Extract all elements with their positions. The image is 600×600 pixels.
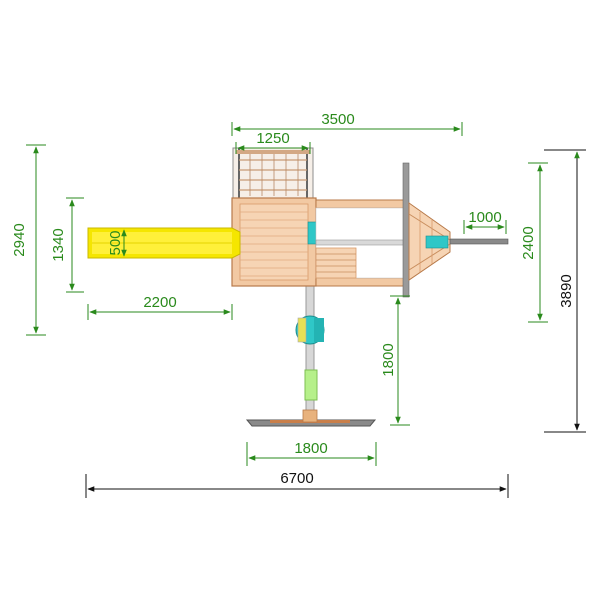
label-post-height: 1800	[380, 343, 397, 376]
label-slide-width: 500	[107, 230, 124, 255]
dimension-swing-beam	[463, 220, 507, 234]
bottom-beam-joint	[302, 409, 318, 423]
label-slide-inner-height: 1340	[50, 228, 67, 261]
roof-frame	[232, 147, 314, 199]
label-right-outer-height: 3890	[558, 274, 575, 307]
main-deck	[231, 197, 317, 287]
green-swing-seat	[304, 369, 318, 401]
dimension-post-height	[390, 295, 410, 426]
dimension-right-outer-height	[544, 149, 586, 433]
dimension-lines	[26, 122, 586, 498]
playground-structure	[87, 147, 509, 427]
label-bottom-beam: 1800	[294, 440, 327, 457]
teal-nest-swing	[295, 315, 325, 345]
dimension-right-inner-height	[528, 162, 548, 323]
dimension-roof-width	[235, 142, 311, 154]
label-slide-outer-height: 2940	[11, 223, 28, 256]
dimension-slide-inner-height	[66, 197, 84, 293]
label-slide-length: 2200	[143, 294, 176, 311]
dimension-slide-outer-height	[26, 144, 46, 336]
label-roof-width: 1250	[256, 130, 289, 147]
dimension-slide-length	[87, 304, 233, 320]
dimension-bottom-beam	[246, 442, 377, 466]
label-swing-beam: 1000	[468, 209, 501, 226]
center-post	[305, 284, 315, 424]
label-right-inner-height: 2400	[520, 226, 537, 259]
label-top-span: 3500	[321, 111, 354, 128]
a-frame-swing	[402, 162, 509, 298]
second-deck	[315, 199, 407, 287]
label-total-width: 6700	[280, 470, 313, 487]
dimension-top-span	[231, 122, 463, 136]
dimension-total-width	[85, 474, 509, 498]
dimension-labels: 3500 1250 2940 1340 500 2200 1000 2400 3…	[11, 111, 575, 487]
